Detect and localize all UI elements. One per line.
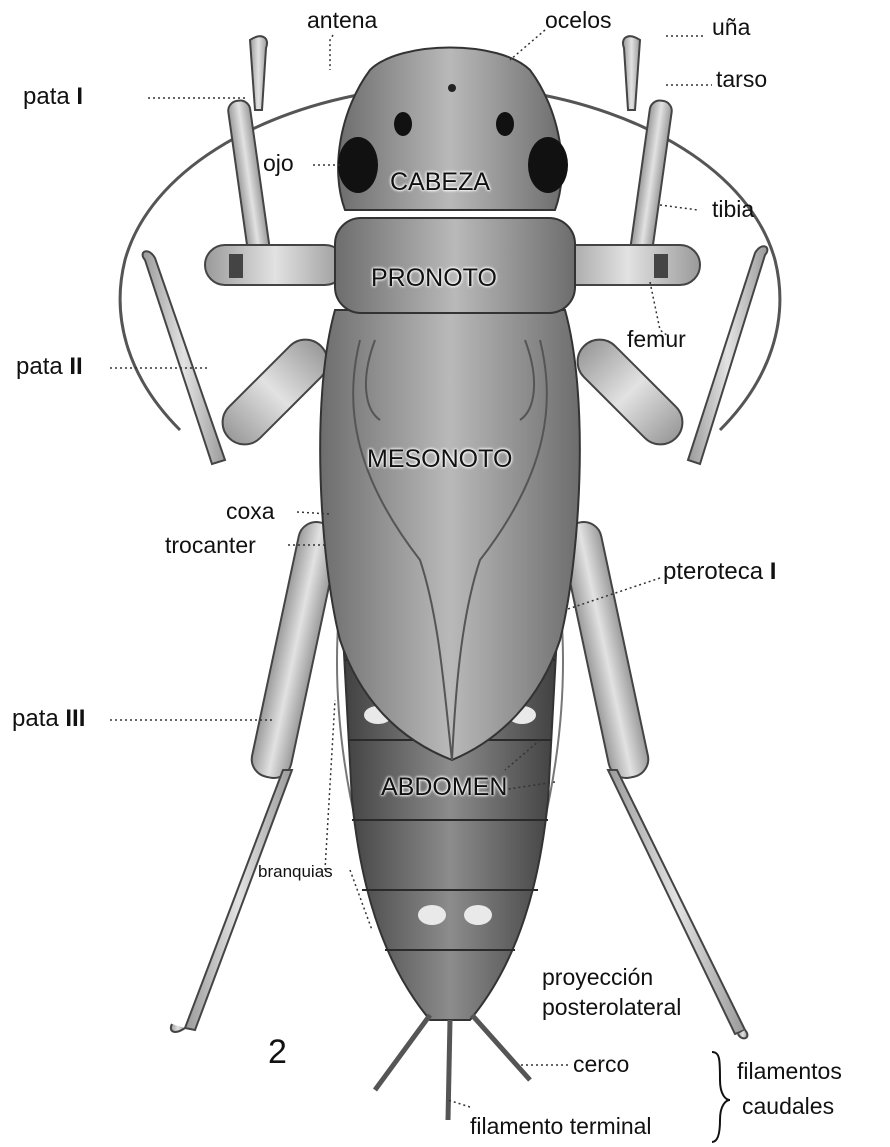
terminal-filament [448,1020,450,1120]
label-pata-i: pata I [23,85,83,109]
label-posterolateral: posterolateral [542,996,681,1019]
pteroteca-word: pteroteca [663,558,763,585]
region-pronoto: PRONOTO [371,266,497,291]
label-branquias: branquias [258,863,333,880]
pata-ii-word: pata [16,353,63,380]
label-ocelos: ocelos [545,9,611,32]
label-tibia: tibia [712,198,754,221]
ocelli [448,84,456,92]
pata-i-word: pata [23,83,70,110]
leg-i-right [555,36,700,285]
label-trocanter: trocanter [165,534,256,557]
label-pteroteca-i: pteroteca I [663,560,776,584]
pata-i-numeral: I [76,83,83,110]
region-abdomen: ABDOMEN [381,775,507,800]
label-filamentos: filamentos [737,1060,842,1083]
pata-ii-numeral: II [69,353,82,380]
label-caudales: caudales [742,1095,834,1118]
left-cercus [375,1015,430,1090]
label-cerco: cerco [573,1053,629,1076]
caudal-filaments [375,1015,530,1120]
right-eye [528,137,568,193]
pata-iii-word: pata [12,705,59,732]
region-mesonoto: MESONOTO [367,447,512,472]
left-eye [338,137,378,193]
label-ojo: ojo [263,152,294,175]
label-coxa: coxa [226,500,275,523]
label-pata-ii: pata II [16,355,83,379]
leg-iii-left [171,519,342,1032]
region-cabeza: CABEZA [390,170,490,195]
figure-number: 2 [268,1035,287,1069]
label-antena: antena [307,9,377,32]
pteroteca-numeral: I [770,558,777,585]
label-proyeccion: proyección [542,966,653,989]
label-una: uña [712,16,750,39]
label-pata-iii: pata III [12,707,85,731]
label-filamento-terminal: filamento terminal [470,1115,652,1138]
label-femur: femur [627,328,686,351]
pata-iii-numeral: III [65,705,85,732]
right-cercus [472,1015,530,1080]
label-tarso: tarso [716,68,767,91]
caudal-bracket [712,1052,730,1142]
leg-iii-right [558,519,747,1039]
